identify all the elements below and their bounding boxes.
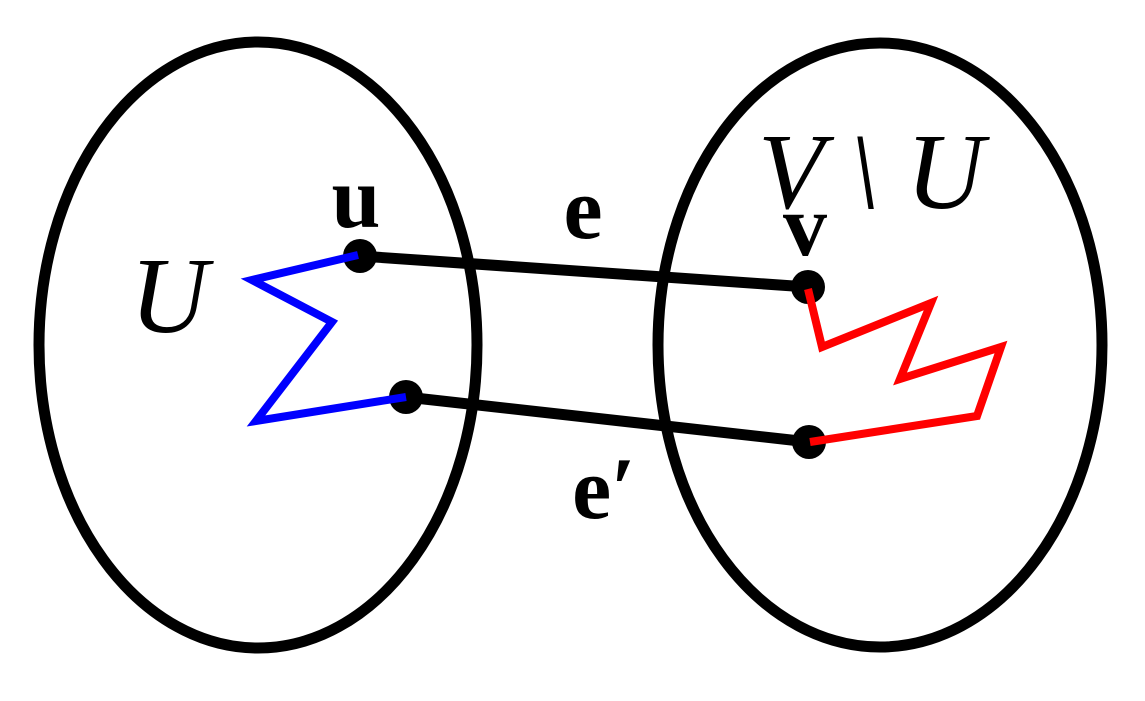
vertex-lower-right-dot <box>792 425 826 459</box>
edge-e-prime-label: e′ <box>572 441 636 538</box>
edge-e-label: e <box>563 161 602 258</box>
right-set-ellipse <box>652 37 1108 653</box>
vertex-v-label: v <box>783 178 827 275</box>
vertex-u-dot <box>343 239 377 273</box>
left-set-label: U <box>130 237 214 356</box>
left-set-ellipse <box>33 36 483 654</box>
vertex-v-dot <box>791 270 825 304</box>
vertex-u-label: u <box>332 150 381 247</box>
blue-zigzag-path-in-u <box>240 251 407 427</box>
edge-e-line <box>359 250 809 293</box>
right-set-label: V \ U <box>758 113 990 232</box>
edge-e-prime-line <box>405 391 810 448</box>
red-zigzag-path-in-v-minus-u <box>804 288 1008 446</box>
